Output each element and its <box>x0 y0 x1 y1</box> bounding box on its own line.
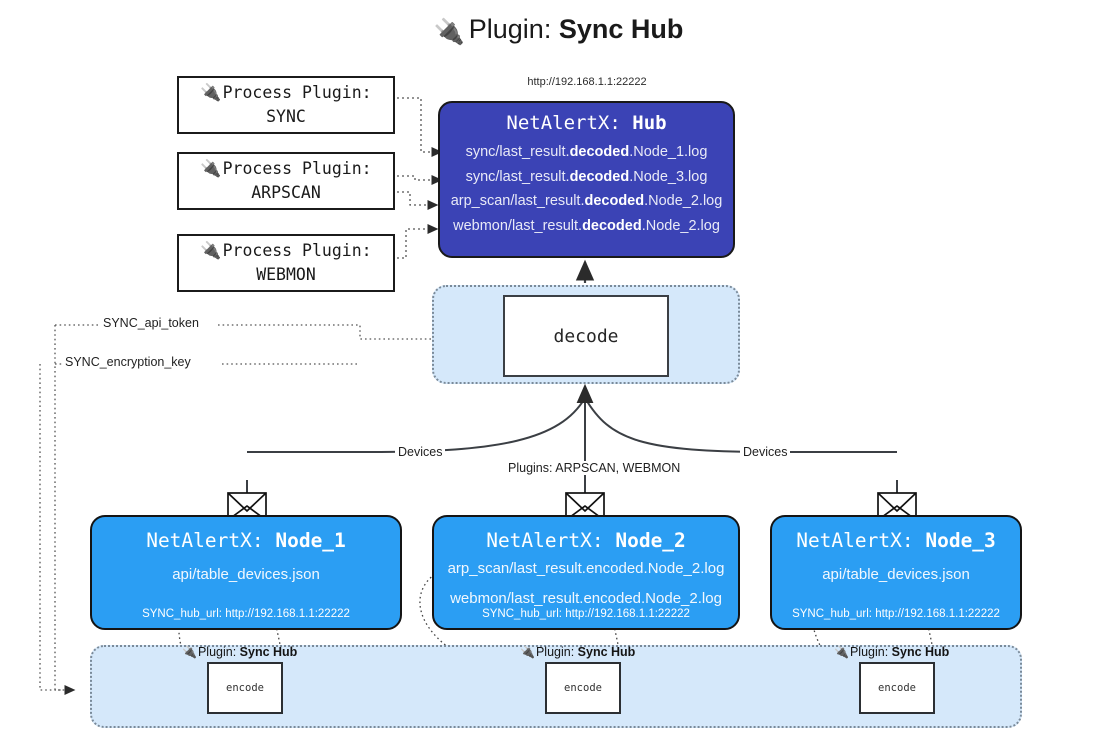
encode-plugin-label: 🔌Plugin: Sync Hub <box>182 645 298 659</box>
plug-icon: 🔌 <box>182 645 197 659</box>
node-hub-url: SYNC_hub_url: http://192.168.1.1:22222 <box>142 608 350 620</box>
node-resource-line: arp_scan/last_result.encoded.Node_2.log <box>447 560 725 577</box>
encode-plugin-label: 🔌Plugin: Sync Hub <box>520 645 636 659</box>
netalertx-node-1[interactable]: NetAlertX: Node_1 api/table_devices.json… <box>90 515 402 630</box>
process-plugin-label: Process Plugin: <box>222 83 372 102</box>
encode-box-node-2[interactable]: encode <box>545 662 621 714</box>
plug-icon: 🔌 <box>433 18 465 46</box>
encode-box-node-1[interactable]: encode <box>207 662 283 714</box>
netalertx-node-2[interactable]: NetAlertX: Node_2 arp_scan/last_result.e… <box>432 515 740 630</box>
title-name: Sync Hub <box>558 14 684 44</box>
plug-icon: 🔌 <box>520 645 535 659</box>
node-hub-url: SYNC_hub_url: http://192.168.1.1:22222 <box>482 608 690 620</box>
plug-icon: 🔌 <box>200 241 222 261</box>
hub-log-line: webmon/last_result.decoded.Node_2.log <box>453 217 720 234</box>
label-plugins-center: Plugins: ARPSCAN, WEBMON <box>505 461 684 475</box>
process-plugin-sync[interactable]: 🔌Process Plugin: SYNC <box>177 76 395 134</box>
node-resource-line: webmon/last_result.encoded.Node_2.log <box>450 590 722 607</box>
node-hub-url: SYNC_hub_url: http://192.168.1.1:22222 <box>792 608 1000 620</box>
envelope-stems <box>246 480 898 493</box>
node-resource-line: api/table_devices.json <box>822 566 970 583</box>
plug-icon: 🔌 <box>200 159 222 179</box>
plug-icon: 🔌 <box>834 645 849 659</box>
node-resource-line: api/table_devices.json <box>172 566 320 583</box>
node-title: NetAlertX: Node_2 <box>486 529 686 552</box>
decode-box[interactable]: decode <box>503 295 669 377</box>
hub-log-list: sync/last_result.decoded.Node_1.log sync… <box>440 140 733 238</box>
netalertx-hub-node[interactable]: NetAlertX: Hub sync/last_result.decoded.… <box>438 101 735 258</box>
proc-to-hub-connectors <box>397 97 443 259</box>
process-plugin-label: Process Plugin: <box>222 241 372 260</box>
encode-plugin-label: 🔌Plugin: Sync Hub <box>834 645 950 659</box>
process-plugin-label: Process Plugin: <box>222 159 372 178</box>
hub-title-prefix: NetAlertX: <box>506 112 633 134</box>
process-plugin-webmon[interactable]: 🔌Process Plugin: WEBMON <box>177 234 395 292</box>
label-sync-api-token: SYNC_api_token <box>100 316 202 330</box>
process-plugin-name: WEBMON <box>256 265 316 284</box>
hub-log-line: arp_scan/last_result.decoded.Node_2.log <box>450 193 723 209</box>
label-devices-right: Devices <box>740 445 791 459</box>
hub-log-line: sync/last_result.decoded.Node_1.log <box>465 144 708 160</box>
hub-title-name: Hub <box>632 112 667 134</box>
plug-icon: 🔌 <box>200 83 222 103</box>
hub-url-label: http://192.168.1.1:22222 <box>527 76 647 88</box>
title-prefix: Plugin: <box>468 14 559 44</box>
encode-box-node-3[interactable]: encode <box>859 662 935 714</box>
hub-log-line: sync/last_result.decoded.Node_3.log <box>465 168 708 185</box>
node-title: NetAlertX: Node_1 <box>146 529 346 552</box>
label-sync-encryption-key: SYNC_encryption_key <box>62 355 194 369</box>
netalertx-node-3[interactable]: NetAlertX: Node_3 api/table_devices.json… <box>770 515 1022 630</box>
page-title: 🔌Plugin: Sync Hub <box>0 14 1117 47</box>
process-plugin-name: ARPSCAN <box>251 183 321 202</box>
token-routing-dotted <box>39 324 500 696</box>
node-title: NetAlertX: Node_3 <box>796 529 996 552</box>
label-devices-left: Devices <box>395 445 446 459</box>
hub-title: NetAlertX: Hub <box>440 112 733 134</box>
process-plugin-name: SYNC <box>266 107 306 126</box>
process-plugin-arpscan[interactable]: 🔌Process Plugin: ARPSCAN <box>177 152 395 210</box>
